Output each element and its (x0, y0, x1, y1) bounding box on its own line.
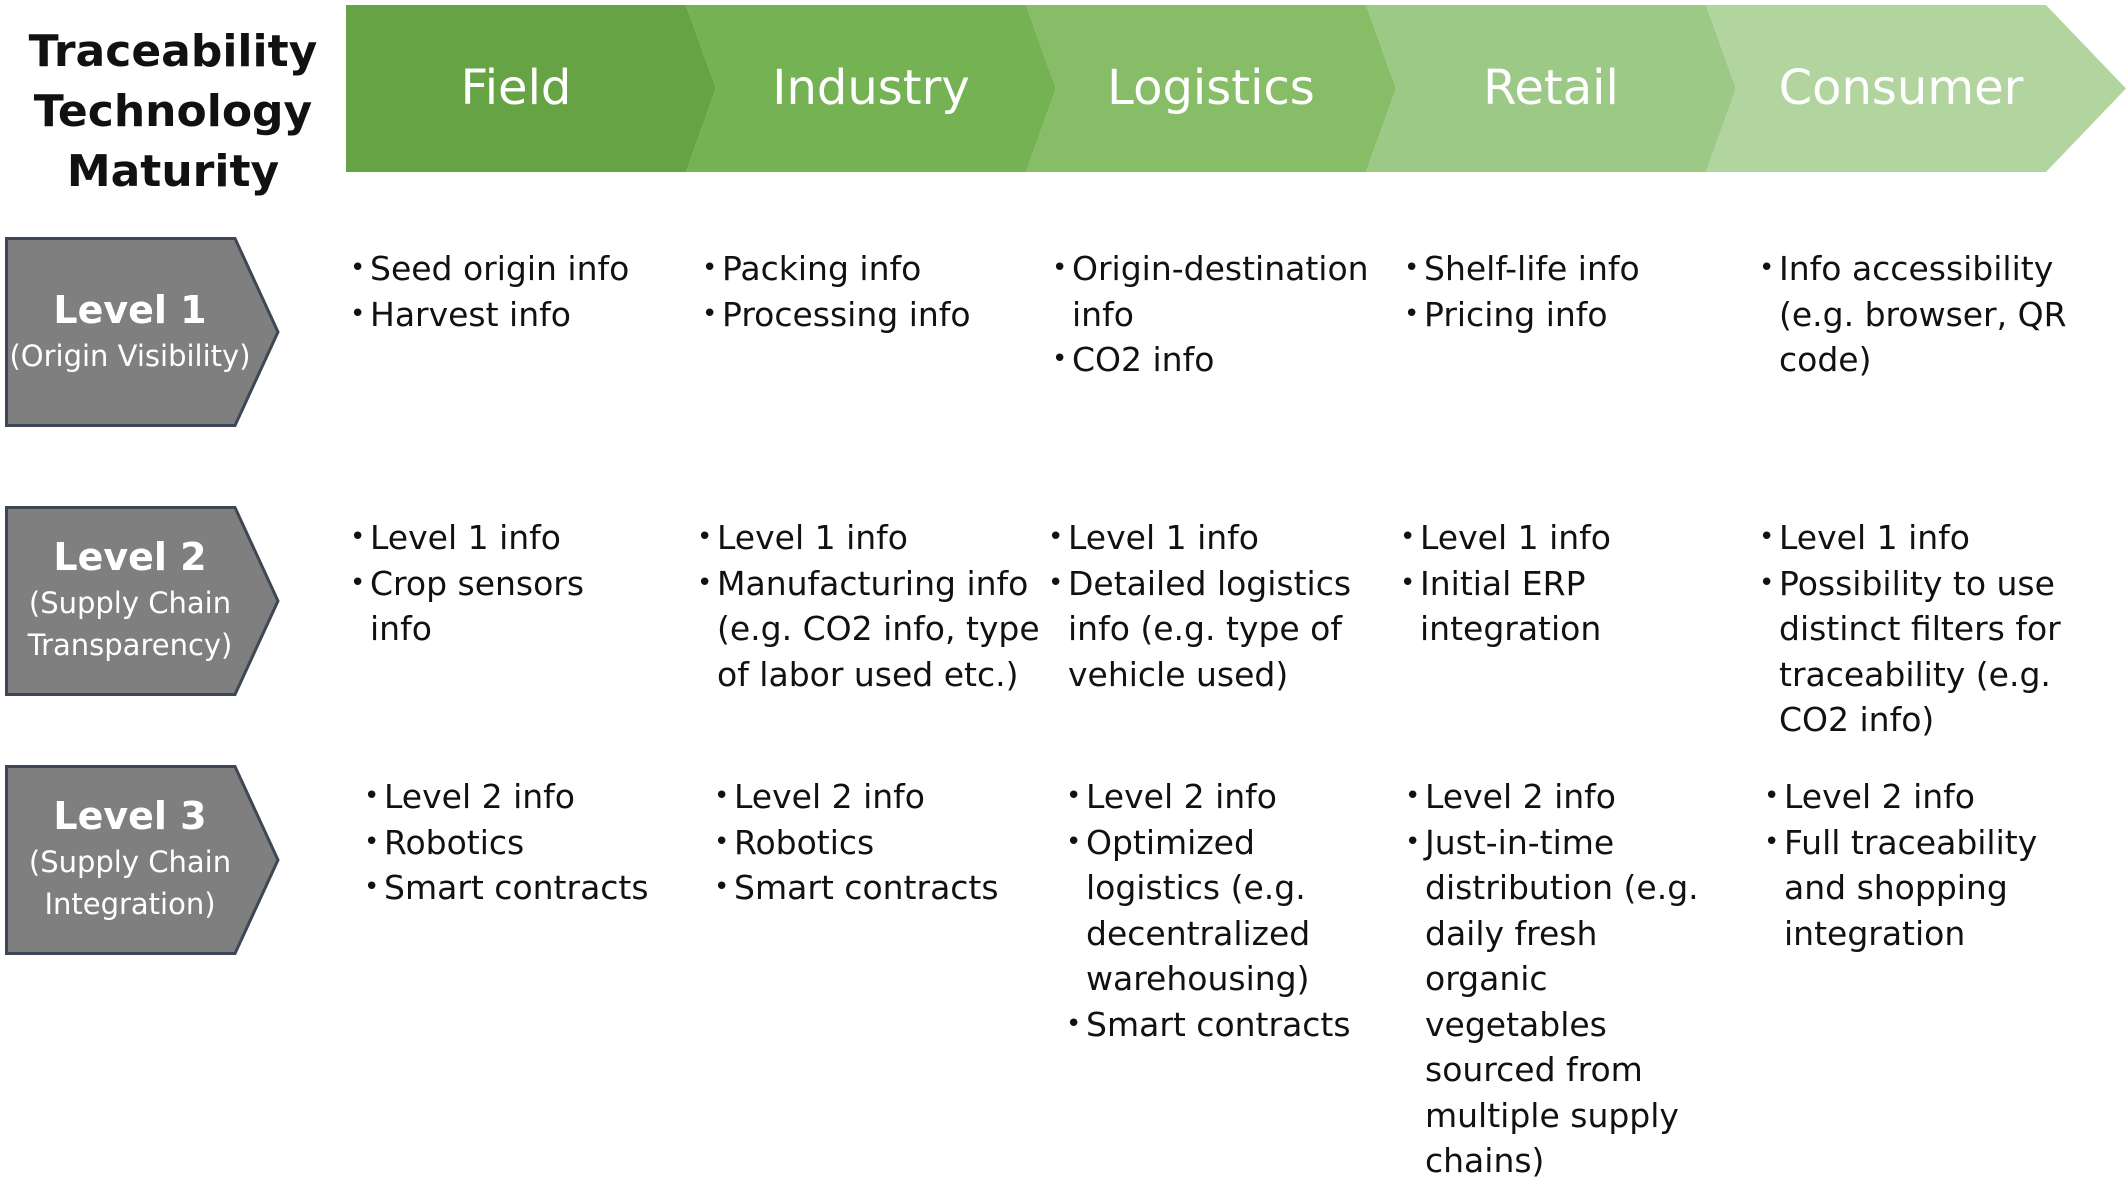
cell-level-3-logistics: Level 2 info Optimized logistics (e.g. d… (1064, 774, 1384, 1047)
level-3-subtitle-line-1: (Supply Chain (28, 845, 232, 879)
level-3-badge: Level 3 (Supply Chain Integration) (5, 765, 280, 955)
cell-level-3-consumer: Level 2 info Full traceability and shopp… (1762, 774, 2092, 956)
level-2-name: Level 2 (53, 535, 207, 579)
list-item: Robotics (362, 820, 682, 866)
cell-level-2-industry: Level 1 info Manufacturing info (e.g. CO… (695, 515, 1040, 697)
cell-level-3-field: Level 2 info Robotics Smart contracts (362, 774, 682, 911)
list-item: Robotics (712, 820, 1032, 866)
list-item: Level 2 info (712, 774, 1032, 820)
cell-level-1-logistics: Origin-destination info CO2 info (1050, 246, 1390, 383)
value-chain-stages: Field Industry Logistics Retail Consumer (0, 0, 2128, 180)
list-item: Level 1 info (348, 515, 648, 561)
stage-consumer: Consumer (1706, 5, 2128, 172)
stage-field: Field (346, 5, 716, 172)
level-1-badge: Level 1 (Origin Visibility) (5, 237, 280, 427)
stage-industry-arrow (686, 5, 1056, 172)
list-item: Level 1 info (695, 515, 1040, 561)
stage-label-consumer: Consumer (1778, 60, 2024, 116)
level-2-subtitle-line-1: (Supply Chain (28, 586, 232, 620)
list-item: Level 2 info (362, 774, 682, 820)
level-1-arrow (5, 237, 280, 427)
list-item: Initial ERP integration (1398, 561, 1698, 652)
list-item: Processing info (700, 292, 1040, 338)
list-item: Level 2 info (1064, 774, 1384, 820)
list-item: Pricing info (1402, 292, 1742, 338)
list-item: Crop sensors info (348, 561, 648, 652)
list-item: Possibility to use distinct filters for … (1757, 561, 2102, 743)
list-item: Smart contracts (362, 865, 682, 911)
stage-label-field: Field (460, 60, 572, 116)
list-item: Shelf-life info (1402, 246, 1742, 292)
level-3-arrow (5, 765, 280, 955)
list-item: Optimized logistics (e.g. decentralized … (1064, 820, 1384, 1002)
list-item: Level 1 info (1046, 515, 1371, 561)
list-item: Detailed logistics info (e.g. type of ve… (1046, 561, 1371, 698)
list-item: Smart contracts (712, 865, 1032, 911)
cell-level-2-field: Level 1 info Crop sensors info (348, 515, 648, 652)
list-item: Smart contracts (1064, 1002, 1384, 1048)
list-item: Harvest info (348, 292, 688, 338)
stage-label-industry: Industry (772, 60, 970, 116)
level-2-badge: Level 2 (Supply Chain Transparency) (5, 506, 280, 696)
list-item: Full traceability and shopping integrati… (1762, 820, 2092, 957)
stage-retail-arrow (1366, 5, 1736, 172)
cell-level-1-field: Seed origin info Harvest info (348, 246, 688, 337)
level-2-subtitle-line-2: Transparency) (27, 628, 233, 662)
list-item: CO2 info (1050, 337, 1390, 383)
list-item: Just-in-time distribution (e.g. daily fr… (1403, 820, 1723, 1184)
diagram-title: Traceability Technology Maturity (28, 26, 318, 197)
list-item: Origin-destination info (1050, 246, 1390, 337)
list-item: Info accessibility (e.g. browser, QR cod… (1757, 246, 2077, 383)
list-item: Packing info (700, 246, 1040, 292)
cell-level-2-consumer: Level 1 info Possibility to use distinct… (1757, 515, 2102, 743)
level-2-arrow (5, 506, 280, 696)
level-1-name: Level 1 (53, 288, 207, 332)
stage-logistics: Logistics (1026, 5, 1396, 172)
level-3-name: Level 3 (53, 794, 207, 838)
level-1-subtitle: (Origin Visibility) (9, 339, 251, 373)
cell-level-1-consumer: Info accessibility (e.g. browser, QR cod… (1757, 246, 2077, 383)
list-item: Level 1 info (1398, 515, 1698, 561)
list-item: Level 1 info (1757, 515, 2102, 561)
list-item: Seed origin info (348, 246, 688, 292)
cell-level-1-industry: Packing info Processing info (700, 246, 1040, 337)
stage-label-retail: Retail (1483, 60, 1619, 116)
level-3-subtitle-line-2: Integration) (44, 887, 216, 921)
list-item: Manufacturing info (e.g. CO2 info, type … (695, 561, 1040, 698)
cell-level-1-retail: Shelf-life info Pricing info (1402, 246, 1742, 337)
cell-level-2-retail: Level 1 info Initial ERP integration (1398, 515, 1698, 652)
stage-label-logistics: Logistics (1107, 60, 1315, 116)
cell-level-3-retail: Level 2 info Just-in-time distribution (… (1403, 774, 1723, 1184)
cell-level-2-logistics: Level 1 info Detailed logistics info (e.… (1046, 515, 1371, 697)
stage-consumer-arrow (1706, 5, 2126, 172)
cell-level-3-industry: Level 2 info Robotics Smart contracts (712, 774, 1032, 911)
stage-field-arrow (346, 5, 716, 172)
stage-industry: Industry (686, 5, 1056, 172)
stage-retail: Retail (1366, 5, 1736, 172)
list-item: Level 2 info (1762, 774, 2092, 820)
list-item: Level 2 info (1403, 774, 1723, 820)
stage-logistics-arrow (1026, 5, 1396, 172)
